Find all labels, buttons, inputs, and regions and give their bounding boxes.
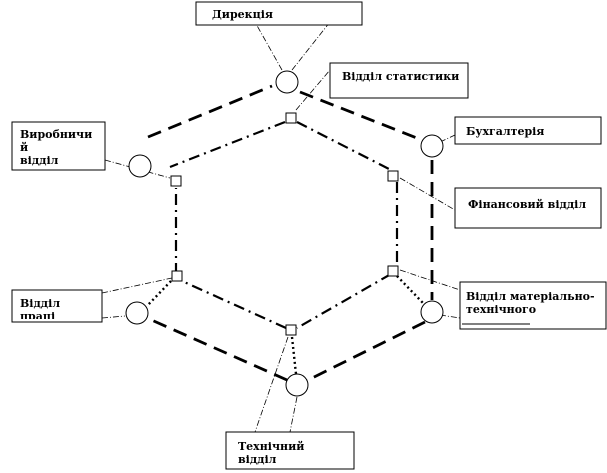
circle-labor (125, 301, 149, 325)
circle-directorate (275, 70, 299, 94)
inner-edge-top-left (169, 120, 286, 169)
box-labor-frame (11, 289, 103, 323)
square-lower-right (387, 265, 399, 277)
dotted-connectors (146, 275, 424, 375)
box-technical-frame (225, 431, 355, 470)
box-directorate: Дирекція підприємства (212, 8, 300, 23)
outer-edge-bottom-right (307, 320, 426, 382)
label-boxes (11, 1, 607, 470)
square-bottom (285, 324, 297, 336)
box-production-frame (11, 121, 106, 171)
node-squares (170, 112, 399, 336)
circle-production (128, 154, 152, 178)
leader-technical-b (289, 396, 298, 433)
box-statistics-frame (329, 62, 469, 99)
inner-edge-bottom-right (296, 273, 392, 329)
square-upper-left (170, 175, 182, 187)
inner-edge-top-right (296, 121, 392, 171)
box-material-technical: Відділ матеріально- технічного (466, 290, 595, 316)
dotted-labor (146, 280, 172, 307)
square-top (285, 112, 297, 124)
box-finance: Фінансовий відділ (468, 198, 587, 211)
leader-labor-b (101, 315, 126, 319)
inner-edge-bottom-left (181, 279, 287, 330)
circle-material (420, 300, 444, 324)
leader-accounting (439, 134, 456, 143)
dotted-material (396, 275, 424, 304)
box-labor: Відділ праці (20, 297, 61, 319)
leader-material-b (439, 314, 461, 319)
box-accounting-frame (454, 116, 602, 145)
box-directorate-frame (195, 1, 363, 26)
dotted-technical (290, 336, 298, 375)
box-material-frame (459, 281, 607, 330)
department-circles (125, 70, 444, 397)
box-finance-frame (454, 187, 602, 229)
box-accounting: Бухгалтерія (466, 125, 545, 138)
circle-technical (285, 373, 309, 397)
box-technical: Технічний відділ (238, 440, 305, 466)
outer-edge-top-left (147, 84, 273, 139)
leader-directorate (254, 21, 283, 71)
leader-finance (399, 177, 456, 211)
leader-material (399, 269, 461, 291)
leader-technical (254, 336, 289, 433)
leader-statistics (295, 69, 331, 111)
box-statistics: Відділ статистики (342, 70, 460, 83)
outer-hexagon (146, 84, 434, 382)
outer-edge-bottom-left (146, 316, 288, 382)
leader-labor (101, 277, 173, 294)
leader-directorate-b (291, 21, 331, 71)
square-lower-left (171, 270, 183, 282)
circle-accounting (420, 134, 444, 158)
inner-hexagon (169, 120, 399, 330)
box-production: Виробничи й відділ (20, 128, 93, 166)
square-upper-right (387, 170, 399, 182)
